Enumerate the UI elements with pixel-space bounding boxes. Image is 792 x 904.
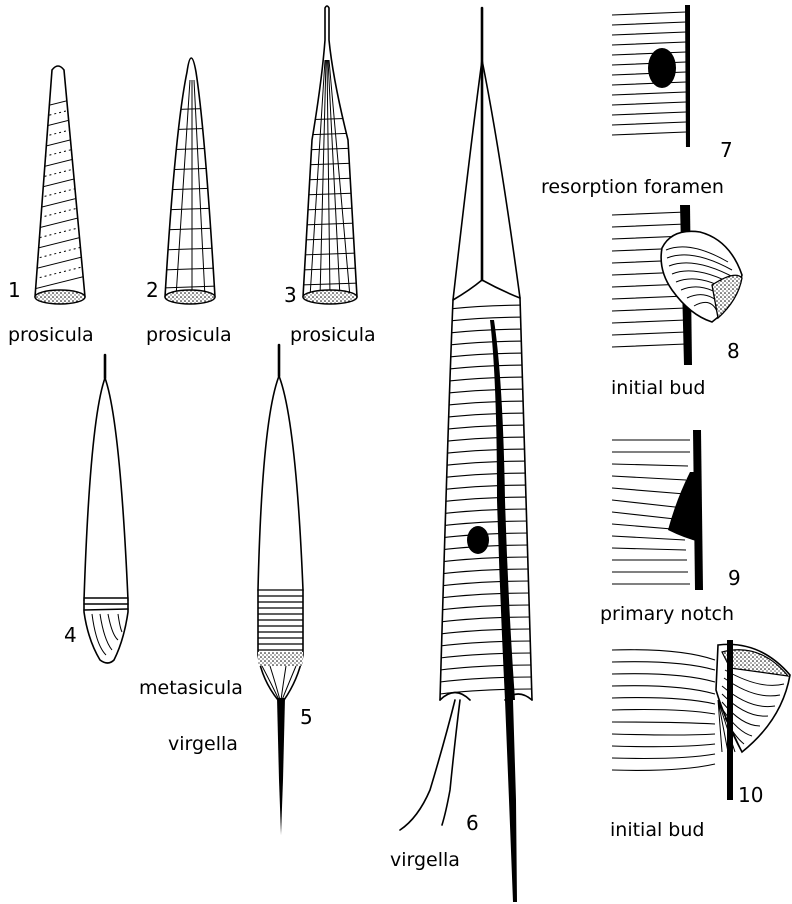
figure-labels: prosicula prosicula prosicula metasicula… — [8, 176, 734, 871]
figure-number-5: 5 — [300, 705, 313, 729]
figure-number-10: 10 — [738, 783, 763, 807]
label-initial-bud-10: initial bud — [610, 819, 704, 841]
label-prosicula-2: prosicula — [146, 324, 232, 346]
label-prosicula-3: prosicula — [290, 324, 376, 346]
sicula-5-drawing — [258, 345, 303, 835]
detail-10-drawing — [612, 640, 790, 800]
sicula-6-drawing — [400, 8, 535, 902]
label-metasicula: metasicula — [139, 677, 243, 699]
prosicula-3-drawing — [300, 6, 360, 304]
prosicula-2-drawing — [160, 58, 220, 304]
figure-number-4: 4 — [64, 623, 77, 647]
label-initial-bud-8: initial bud — [611, 377, 705, 399]
figure-number-3: 3 — [284, 283, 297, 307]
figure-number-2: 2 — [146, 278, 159, 302]
figure-number-9: 9 — [728, 566, 741, 590]
detail-9-drawing — [612, 430, 724, 590]
figure-number-8: 8 — [727, 339, 740, 363]
figure-number-6: 6 — [466, 811, 479, 835]
detail-7-drawing — [612, 5, 706, 150]
figure-number-7: 7 — [720, 138, 733, 162]
label-virgella-5: virgella — [168, 733, 238, 755]
figure-number-1: 1 — [8, 278, 21, 302]
prosicula-1-drawing — [30, 66, 90, 304]
label-resorption-foramen: resorption foramen — [541, 176, 724, 198]
detail-8-drawing — [612, 205, 742, 365]
label-prosicula-1: prosicula — [8, 324, 94, 346]
sicula-4-drawing — [84, 355, 128, 663]
label-primary-notch: primary notch — [600, 603, 734, 625]
label-virgella-6: virgella — [390, 849, 460, 871]
